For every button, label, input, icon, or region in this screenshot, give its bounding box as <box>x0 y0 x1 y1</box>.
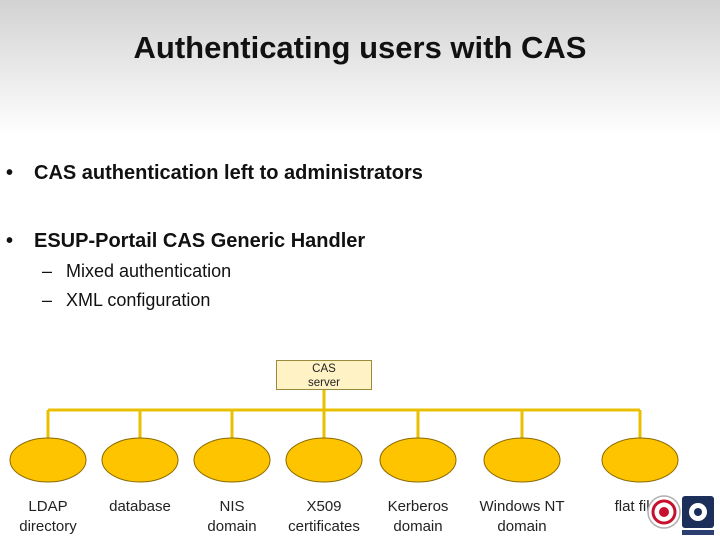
backend-label-line2: domain <box>497 518 547 535</box>
backend-label-line1: X509 <box>306 498 342 515</box>
sub-bullet-text: Mixed authentication <box>66 261 232 281</box>
backend-label-line2: domain <box>207 518 257 535</box>
backend-node <box>285 437 363 483</box>
backend-node <box>601 437 679 483</box>
backend-label-line2: directory <box>19 518 77 535</box>
backend-label-line1: Kerberos <box>387 498 449 515</box>
backend-label-line1: database <box>109 498 171 515</box>
backend-label-line1: NIS <box>219 498 245 515</box>
backend-label: LDAP directory <box>0 497 98 537</box>
bullet-symbol: • <box>6 162 14 184</box>
backend-label: X509 certificates <box>274 497 374 537</box>
cas-server-box: CAS server <box>276 360 372 390</box>
backend-label: NIS domain <box>182 497 282 537</box>
backend-node <box>483 437 561 483</box>
backend-label-line2: certificates <box>288 518 360 535</box>
bullet-text: CAS authentication left to administrator… <box>34 162 423 184</box>
backend-node <box>193 437 271 483</box>
backend-label-line1: LDAP <box>28 498 68 515</box>
cas-server-label-line1: CAS <box>312 363 336 375</box>
slide-title: Authenticating users with CAS <box>133 30 587 65</box>
backend-label-line2: domain <box>393 518 443 535</box>
cas-server-label-line2: server <box>308 377 340 389</box>
sub-bullet-text: XML configuration <box>66 290 211 310</box>
logo-badge-dot <box>694 508 702 516</box>
backend-node <box>101 437 179 483</box>
institution-logo <box>647 495 714 535</box>
title-band <box>0 0 720 135</box>
backend-node <box>9 437 87 483</box>
sub-bullet-symbol: – <box>42 290 53 310</box>
bullet-text: ESUP-Portail CAS Generic Handler <box>34 230 366 252</box>
bullet-symbol: • <box>6 230 14 252</box>
backend-label: database <box>90 497 190 517</box>
bullet-cas-admin: • CAS authentication left to administrat… <box>6 162 423 185</box>
logo-wordmark-bar <box>682 530 714 535</box>
sub-bullet-xml-config: – XML configuration <box>42 290 211 311</box>
bullet-generic-handler: • ESUP-Portail CAS Generic Handler <box>6 230 366 253</box>
seal-center <box>659 507 669 517</box>
backend-label: Kerberos domain <box>368 497 468 537</box>
backend-node <box>379 437 457 483</box>
backend-label-line1: Windows NT <box>479 498 565 515</box>
sub-bullet-symbol: – <box>42 261 53 281</box>
backend-label: Windows NT domain <box>472 497 572 537</box>
sub-bullet-mixed-auth: – Mixed authentication <box>42 261 232 282</box>
